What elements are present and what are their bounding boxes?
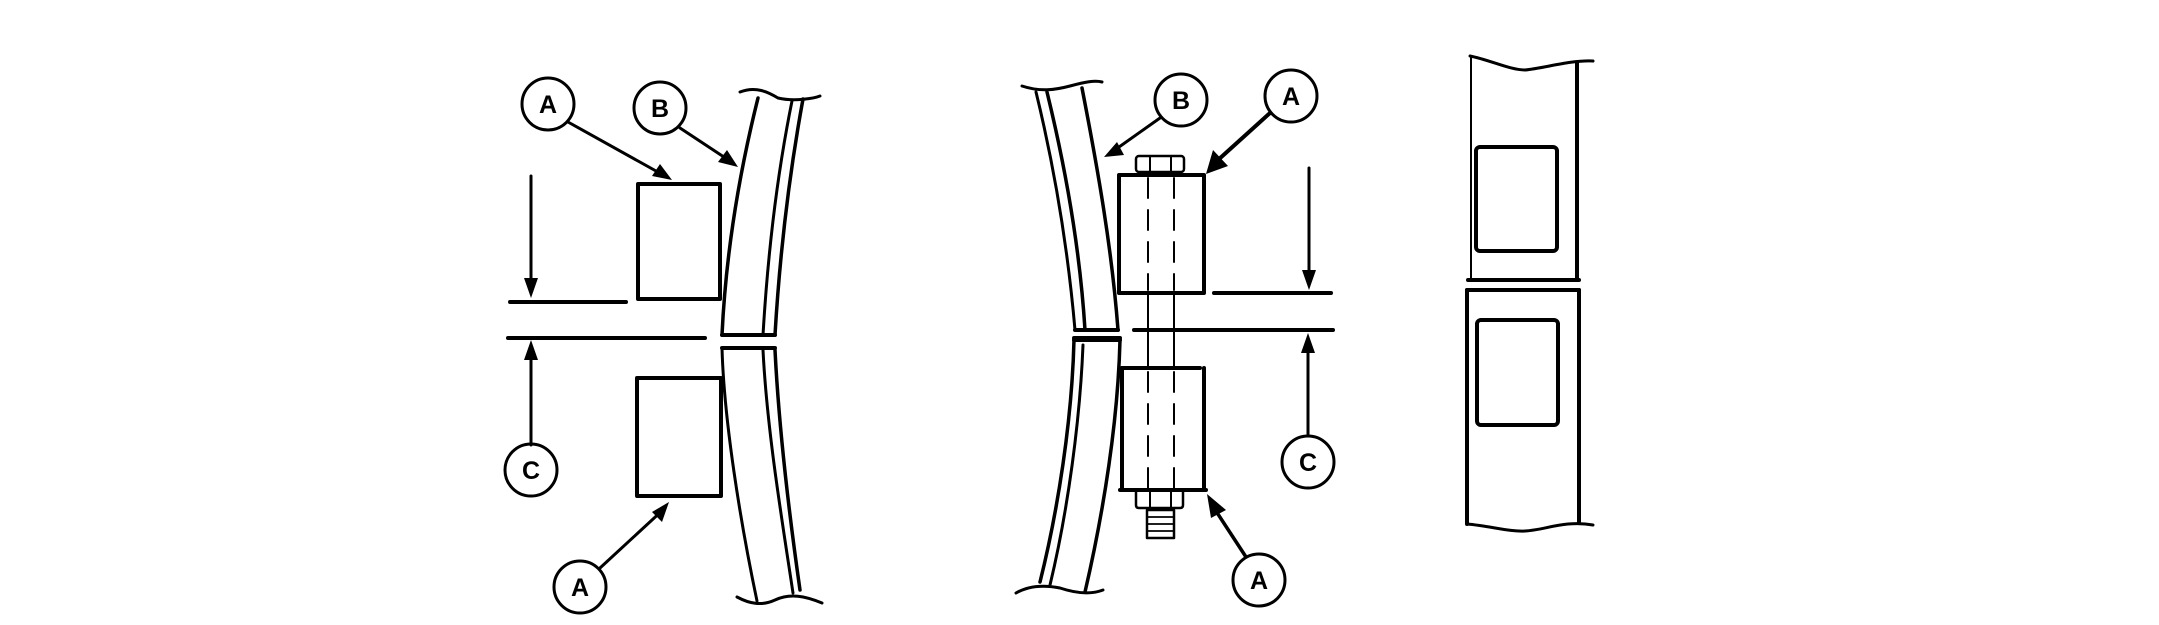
arrow-up-icon: [1301, 333, 1315, 353]
left-view: A B: [503, 76, 824, 615]
right-view: [1465, 54, 1595, 533]
callout-b-label: B: [1172, 87, 1190, 115]
callout-a-lower: A: [552, 502, 669, 615]
callout-a-upper-label: A: [539, 91, 557, 119]
nut-upper: [1134, 154, 1186, 174]
arrowhead-icon: [718, 150, 738, 167]
curved-band-upper: [1020, 79, 1122, 340]
callout-b-label: B: [651, 95, 669, 123]
callout-a-lower-label: A: [1250, 567, 1268, 595]
curved-band-lower: [1014, 338, 1122, 595]
bolt-thread: [1145, 508, 1176, 540]
callout-c-label: C: [522, 457, 540, 485]
arrowhead-icon: [652, 502, 669, 522]
spacer-block-upper: [1117, 173, 1206, 295]
arrowhead-icon: [1207, 494, 1226, 518]
curved-band-upper: [720, 88, 822, 337]
callout-a-upper: A: [520, 76, 672, 180]
arrow-down-icon: [1302, 270, 1316, 290]
band-segment-upper: [1466, 54, 1595, 282]
callout-a-lower-label: A: [571, 574, 589, 602]
arrowhead-icon: [652, 164, 672, 180]
spacer-block-lower: [1118, 366, 1208, 492]
arrow-down-icon: [524, 278, 538, 298]
callout-a-lower: A: [1207, 494, 1287, 608]
spacer-block-upper: [1474, 145, 1559, 253]
callout-c: C: [503, 442, 559, 498]
callout-a-upper-label: A: [1282, 83, 1300, 111]
callout-a-upper: A: [1206, 68, 1319, 174]
curved-band-lower: [720, 346, 824, 606]
arrowhead-icon: [1104, 142, 1124, 157]
spacer-block-upper: [636, 182, 722, 301]
gap-dimension-middle: [1132, 166, 1335, 438]
bolt-shaft: [1147, 177, 1175, 489]
spacer-block-lower: [1475, 318, 1560, 427]
gap-dimension-left: [506, 174, 707, 447]
nut-lower: [1134, 490, 1185, 510]
callout-b: B: [632, 80, 738, 167]
callout-c: C: [1280, 434, 1336, 490]
callout-c-label: C: [1299, 449, 1317, 477]
arrowhead-icon: [1206, 150, 1228, 174]
middle-view: B A C A: [1014, 68, 1336, 608]
spacer-block-lower: [635, 376, 723, 498]
band-segment-lower: [1465, 288, 1595, 533]
arrow-up-icon: [524, 340, 538, 360]
callout-b: B: [1104, 72, 1209, 157]
